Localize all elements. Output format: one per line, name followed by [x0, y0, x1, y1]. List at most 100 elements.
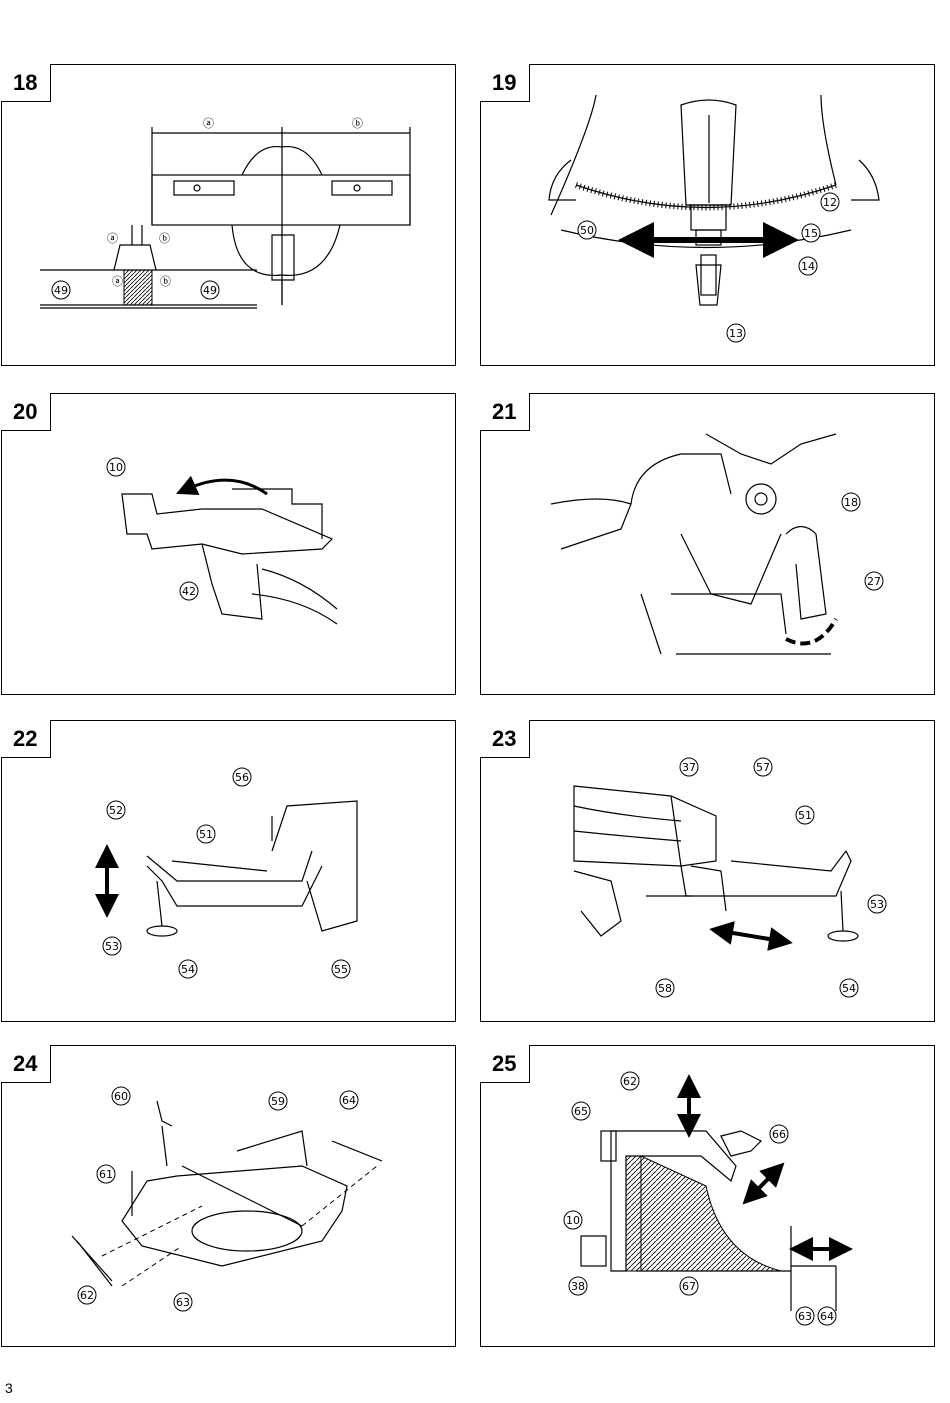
callout-15: 15 [801, 223, 821, 243]
callout-63: 63 [795, 1306, 815, 1326]
callout-53: 53 [102, 936, 122, 956]
svg-text:14: 14 [801, 260, 815, 273]
svg-text:53: 53 [105, 940, 119, 953]
callout-37: 37 [679, 757, 699, 777]
callout-52: 52 [106, 800, 126, 820]
svg-text:63: 63 [798, 1310, 812, 1323]
svg-text:50: 50 [580, 224, 594, 237]
svg-text:51: 51 [199, 828, 213, 841]
callout-59: 59 [268, 1091, 288, 1111]
svg-text:64: 64 [820, 1310, 834, 1323]
svg-text:53: 53 [870, 898, 884, 911]
figure-19-number: 19 [479, 63, 530, 102]
figure-24-number: 24 [0, 1044, 51, 1083]
svg-text:66: 66 [772, 1128, 786, 1141]
callout-63: 63 [173, 1292, 193, 1312]
callout-56: 56 [232, 767, 252, 787]
svg-text:60: 60 [114, 1090, 128, 1103]
callout-51: 51 [795, 805, 815, 825]
callout-a-mid: ⓐ [107, 232, 118, 245]
callout-14: 14 [798, 256, 818, 276]
figure-23: 37 57 51 53 58 54 23 [479, 719, 935, 1022]
svg-text:13: 13 [729, 327, 743, 340]
callout-60: 60 [111, 1086, 131, 1106]
svg-text:63: 63 [176, 1296, 190, 1309]
svg-text:56: 56 [235, 771, 249, 784]
svg-text:10: 10 [566, 1214, 580, 1227]
svg-text:62: 62 [623, 1075, 637, 1088]
figure-19: 50 12 15 14 13 19 [479, 63, 935, 366]
callout-62: 62 [620, 1071, 640, 1091]
svg-text:38: 38 [571, 1280, 585, 1293]
figure-21-number: 21 [479, 392, 530, 431]
callout-27: 27 [864, 571, 884, 591]
svg-text:37: 37 [682, 761, 696, 774]
callout-b-mid: ⓑ [159, 232, 170, 245]
svg-text:57: 57 [756, 761, 770, 774]
figure-22-drawing: 56 52 51 53 54 55 [95, 767, 358, 979]
callout-54: 54 [178, 959, 198, 979]
callout-38: 38 [568, 1276, 588, 1296]
svg-text:15: 15 [804, 227, 818, 240]
svg-text:61: 61 [99, 1168, 113, 1181]
figure-20: 10 42 20 [0, 392, 456, 695]
figure-24-drawing: 60 59 64 61 62 63 [71, 1086, 383, 1312]
figure-22-number: 22 [0, 719, 51, 758]
figure-18-drawing: ⓐ ⓑ ⓐ ⓑ ⓐ ⓑ 49 49 [40, 117, 411, 309]
callout-b-low: ⓑ [160, 275, 171, 288]
svg-text:65: 65 [574, 1105, 588, 1118]
callout-18: 18 [841, 492, 861, 512]
svg-text:18: 18 [844, 496, 858, 509]
figure-23-drawing: 37 57 51 53 58 54 [573, 757, 887, 998]
svg-text:58: 58 [658, 982, 672, 995]
callout-54: 54 [839, 978, 859, 998]
figure-18: ⓐ ⓑ ⓐ ⓑ ⓐ ⓑ 49 49 18 [0, 63, 456, 366]
callout-b-top: ⓑ [352, 117, 363, 130]
figure-25-drawing: 62 65 66 10 38 67 63 64 [563, 1071, 853, 1326]
svg-text:67: 67 [682, 1280, 696, 1293]
svg-text:55: 55 [334, 963, 348, 976]
svg-text:51: 51 [798, 809, 812, 822]
callout-65: 65 [571, 1101, 591, 1121]
svg-text:27: 27 [867, 575, 881, 588]
callout-61: 61 [96, 1164, 116, 1184]
callout-a-low: ⓐ [112, 275, 123, 288]
callout-66: 66 [769, 1124, 789, 1144]
callout-49-left: 49 [51, 280, 71, 300]
figure-24: 60 59 64 61 62 63 24 [0, 1044, 456, 1347]
callout-64: 64 [339, 1090, 359, 1110]
callout-a-top: ⓐ [203, 117, 214, 130]
svg-text:62: 62 [80, 1289, 94, 1302]
callout-55: 55 [331, 959, 351, 979]
svg-text:49: 49 [54, 284, 68, 297]
figure-25: 62 65 66 10 38 67 63 64 25 [479, 1044, 935, 1347]
figure-20-number: 20 [0, 392, 51, 431]
page-number: 3 [5, 1380, 13, 1396]
callout-58: 58 [655, 978, 675, 998]
callout-13: 13 [726, 323, 746, 343]
figure-18-callouts: ⓐ ⓑ ⓐ ⓑ ⓐ ⓑ [107, 117, 363, 288]
svg-text:54: 54 [842, 982, 856, 995]
callout-51: 51 [196, 824, 216, 844]
callout-64: 64 [817, 1306, 837, 1326]
callout-10: 10 [106, 457, 126, 477]
svg-text:64: 64 [342, 1094, 356, 1107]
figure-20-drawing: 10 42 [106, 457, 338, 625]
svg-text:54: 54 [181, 963, 195, 976]
svg-text:10: 10 [109, 461, 123, 474]
callout-57: 57 [753, 757, 773, 777]
callout-42: 42 [179, 581, 199, 601]
svg-text:49: 49 [203, 284, 217, 297]
figure-25-number: 25 [479, 1044, 530, 1083]
svg-text:59: 59 [271, 1095, 285, 1108]
figure-18-number: 18 [0, 63, 51, 102]
callout-49-right: 49 [200, 280, 220, 300]
callout-62: 62 [77, 1285, 97, 1305]
figure-21-drawing: 18 27 [550, 433, 884, 655]
callout-12: 12 [820, 192, 840, 212]
figure-19-drawing: 50 12 15 14 13 [548, 94, 880, 343]
callout-67: 67 [679, 1276, 699, 1296]
svg-text:52: 52 [109, 804, 123, 817]
figure-23-number: 23 [479, 719, 530, 758]
svg-text:42: 42 [182, 585, 196, 598]
